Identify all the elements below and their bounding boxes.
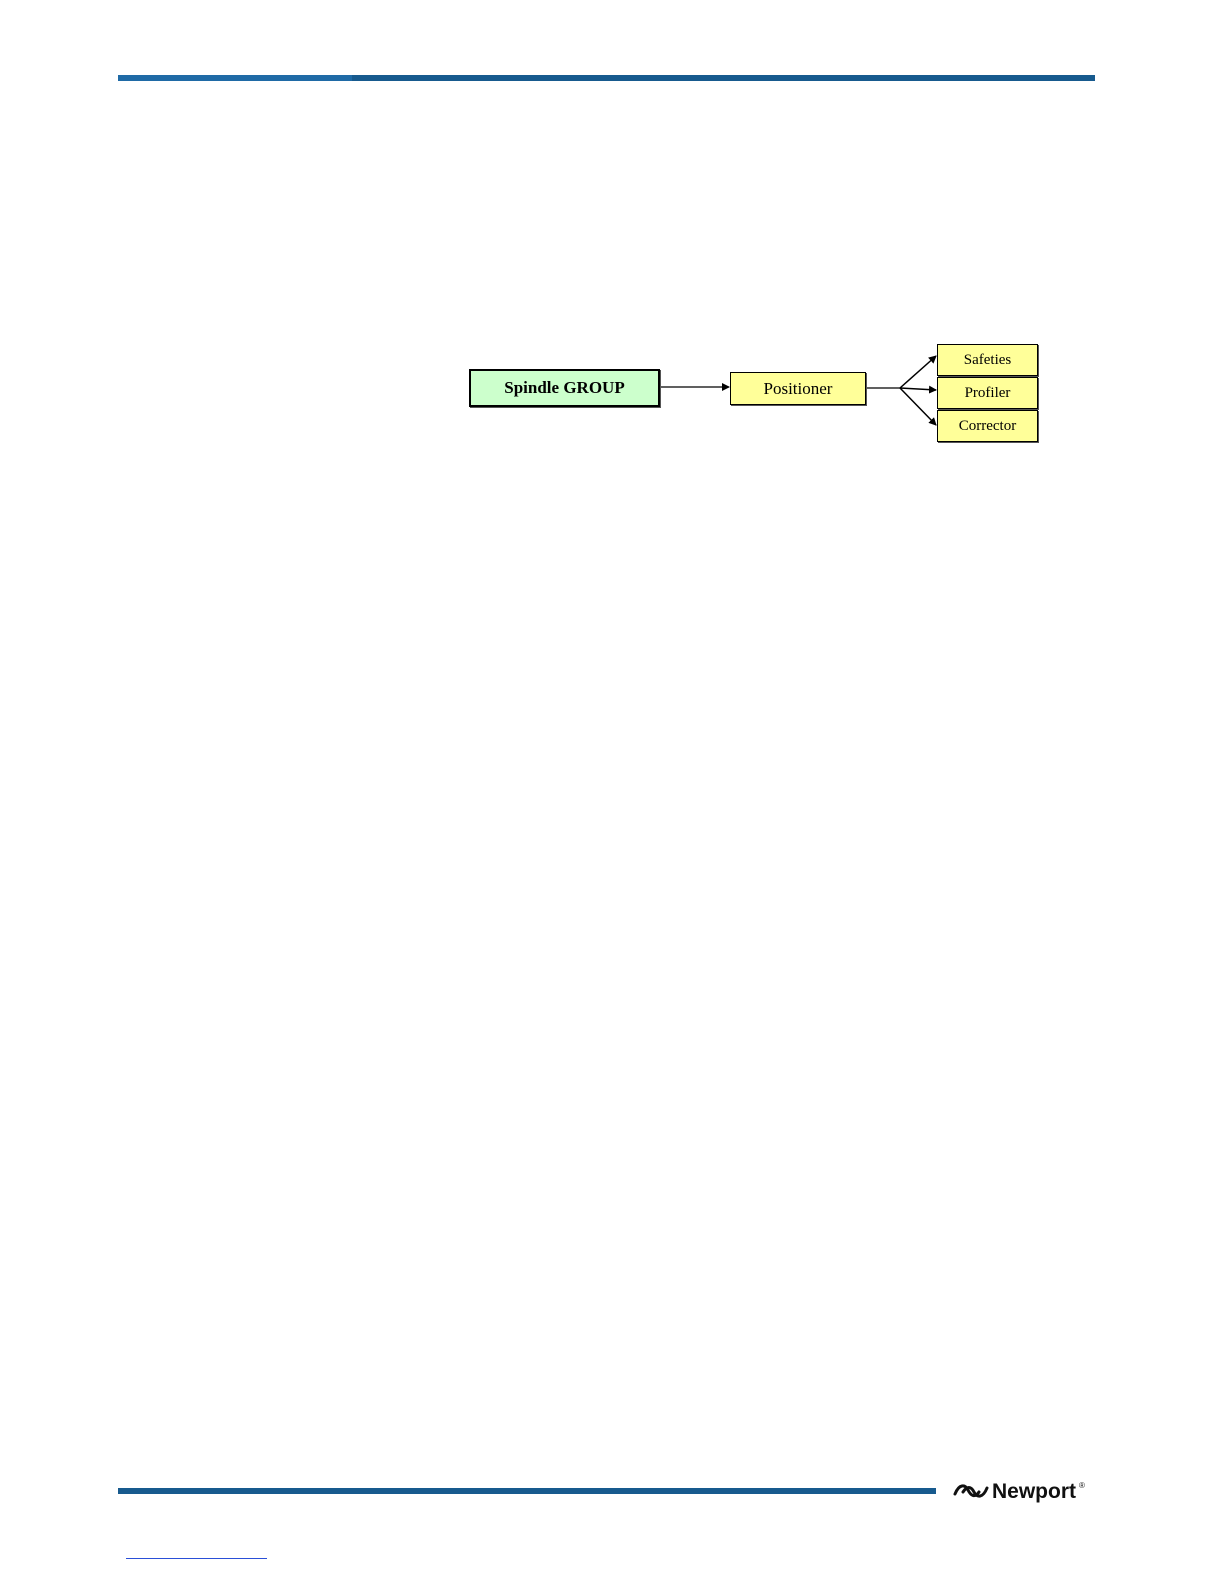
corrector-node: Corrector [937,410,1038,442]
footer-rule [118,1488,936,1494]
positioner-node: Positioner [730,372,866,405]
spindle-group-node: Spindle GROUP [469,369,660,407]
safeties-label: Safeties [964,352,1011,369]
newport-wordmark: Newport [992,1480,1076,1504]
profiler-label: Profiler [965,385,1011,402]
arrow-to-safeties [900,356,936,388]
arrow-to-corrector [900,388,936,425]
arrow-to-profiler [900,388,936,390]
registered-mark: ® [1079,1481,1085,1490]
corrector-label: Corrector [959,418,1016,435]
positioner-label: Positioner [764,379,833,399]
header-rule-accent [118,75,352,81]
profiler-node: Profiler [937,377,1038,409]
newport-logo-icon [953,1482,989,1502]
spindle-group-label: Spindle GROUP [504,378,624,398]
safeties-node: Safeties [937,344,1038,376]
newport-logo: Newport ® [953,1478,1085,1506]
footer-link-underline [126,1558,267,1559]
